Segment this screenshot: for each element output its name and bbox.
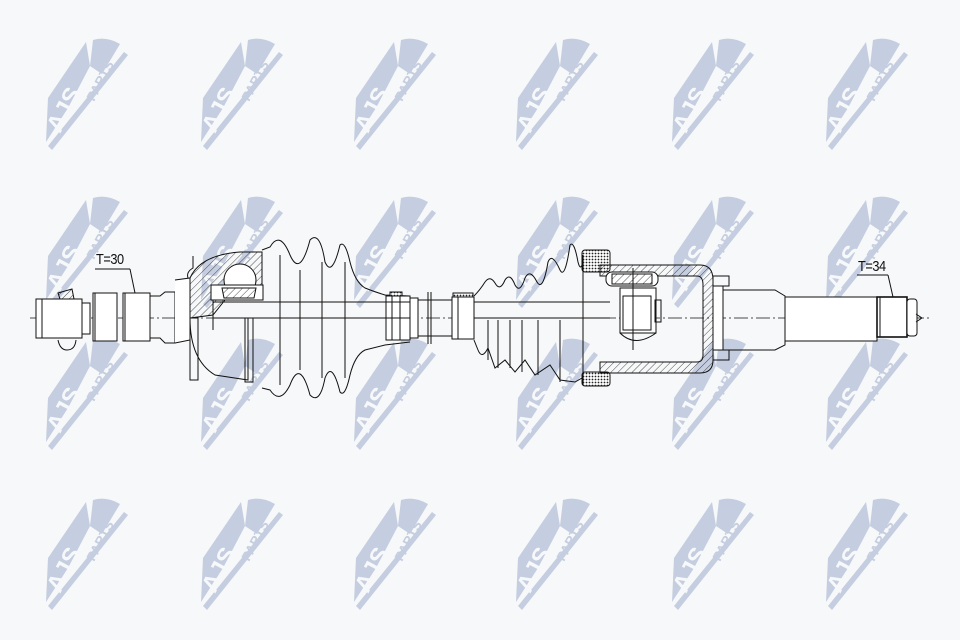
ajs-parts-logo-icon: AJS PARTS	[511, 498, 598, 610]
ajs-parts-logo-icon: AJS PARTS	[196, 38, 283, 150]
ajs-parts-logo-icon: AJS PARTS	[349, 196, 436, 308]
ajs-parts-watermark: AJS PARTS	[346, 30, 456, 150]
left-label-leader	[129, 268, 136, 294]
ajs-parts-watermark: AJS PARTS	[818, 330, 928, 450]
ajs-parts-watermark: AJS PARTS	[193, 30, 303, 150]
outer-cv-joint	[174, 251, 264, 383]
left-spline-count-label: T=30	[96, 251, 124, 268]
ajs-parts-logo-icon: AJS PARTS	[667, 498, 754, 610]
ajs-parts-logo-icon: AJS PARTS	[349, 38, 436, 150]
ajs-parts-logo-icon: AJS PARTS	[511, 38, 598, 150]
ajs-parts-watermark: AJS PARTS	[508, 30, 618, 150]
ajs-parts-logo-icon: AJS PARTS	[196, 498, 283, 610]
ajs-parts-watermark: AJS PARTS	[818, 188, 928, 308]
inner-tripod-joint	[581, 249, 714, 387]
main-shaft	[212, 292, 610, 344]
inner-cv-boot	[473, 243, 583, 383]
ajs-parts-logo-icon: AJS PARTS	[821, 338, 908, 450]
ajs-parts-logo-icon: AJS PARTS	[41, 498, 128, 610]
ajs-parts-logo-icon: AJS PARTS	[349, 338, 436, 450]
ajs-parts-watermark: AJS PARTS	[346, 490, 456, 610]
ajs-parts-logo-icon: AJS PARTS	[821, 38, 908, 150]
ajs-parts-watermark: AJS PARTS	[346, 330, 456, 450]
ajs-parts-watermark: AJS PARTS	[818, 490, 928, 610]
left-threaded-stub	[35, 288, 176, 351]
ajs-parts-watermark: AJS PARTS	[346, 188, 456, 308]
right-spline-count-label: T=34	[858, 258, 886, 275]
ajs-parts-watermark: AJS PARTS	[818, 30, 928, 150]
right-stub-shaft	[712, 275, 923, 361]
ajs-parts-watermark: AJS PARTS	[664, 490, 774, 610]
ajs-parts-logo-icon: AJS PARTS	[821, 196, 908, 308]
right-label-leader	[887, 274, 894, 298]
ajs-parts-logo-icon: AJS PARTS	[349, 498, 436, 610]
ajs-parts-logo-icon: AJS PARTS	[667, 38, 754, 150]
ajs-parts-logo-icon: AJS PARTS	[41, 38, 128, 150]
ajs-parts-logo-icon: AJS PARTS	[41, 338, 128, 450]
ajs-parts-watermark: AJS PARTS	[38, 490, 148, 610]
ajs-parts-watermark: AJS PARTS	[38, 330, 148, 450]
ajs-parts-logo-icon: AJS PARTS	[41, 196, 128, 308]
ajs-parts-watermark: AJS PARTS	[193, 490, 303, 610]
ajs-parts-watermark: AJS PARTS	[508, 490, 618, 610]
ajs-parts-watermark: AJS PARTS	[664, 30, 774, 150]
ajs-parts-watermark: AJS PARTS	[38, 30, 148, 150]
ajs-parts-logo-icon: AJS PARTS	[821, 498, 908, 610]
ajs-parts-watermark: AJS PARTS	[38, 188, 148, 308]
